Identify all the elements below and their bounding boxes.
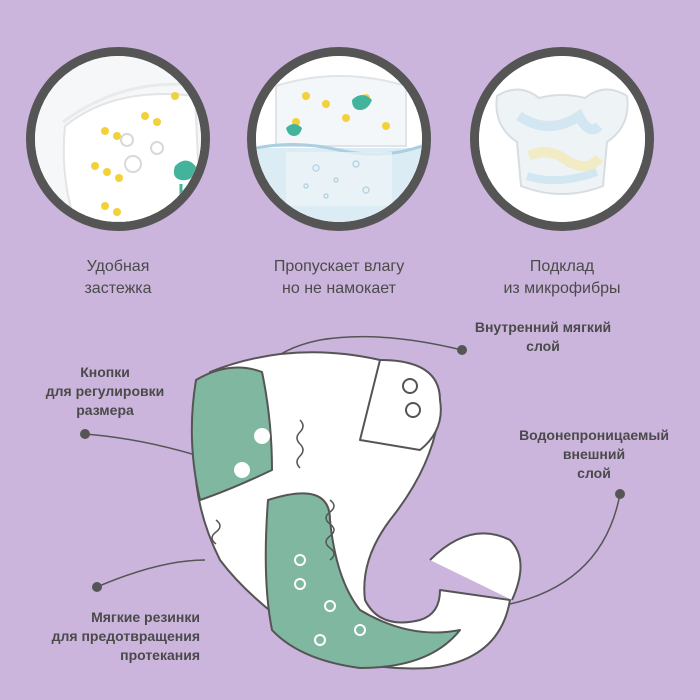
caption-line: Пропускает влагу — [273, 258, 405, 275]
diaper-illustration — [190, 351, 522, 670]
pointer-dot-elastics — [92, 582, 102, 592]
label-line: слой — [577, 465, 611, 481]
label-line: для регулировки — [45, 383, 165, 399]
feature-caption-microfiber-liner: Подклад из микрофибры — [452, 256, 672, 300]
pointer-dot-outer-layer — [615, 489, 625, 499]
feature-caption-snap-closure: Удобная застежка — [8, 256, 228, 300]
label-inner-soft-layer: Внутренний мягкий слой — [448, 318, 638, 356]
feature-caption-water-resistant: Пропускает влагу но не намокает — [229, 256, 449, 300]
label-waterproof-outer-layer: Водонепроницаемый внешний слой — [488, 426, 700, 483]
caption-line: из микрофибры — [503, 280, 621, 297]
label-line: Водонепроницаемый — [519, 427, 669, 443]
pointer-dot-inner-layer — [457, 345, 467, 355]
label-line: внешний — [562, 446, 626, 462]
caption-line: но не намокает — [282, 280, 396, 297]
water-resistant-photo — [256, 56, 422, 222]
feature-photo-snap-closure — [26, 47, 210, 231]
label-line: слой — [526, 338, 560, 354]
diaper-diagram — [80, 335, 625, 670]
label-size-snaps: Кнопки для регулировки размера — [30, 363, 180, 420]
snap-closure-photo — [35, 56, 201, 222]
caption-line: застежка — [84, 280, 152, 297]
feature-photo-water-resistant — [247, 47, 431, 231]
feature-photo-microfiber-liner — [470, 47, 654, 231]
microfiber-liner-photo — [479, 56, 645, 222]
label-line: Внутренний мягкий — [474, 319, 612, 335]
label-line: Мягкие резинки — [91, 609, 200, 625]
caption-line: Удобная — [86, 258, 150, 275]
pointer-dot-snaps — [80, 429, 90, 439]
label-line: размера — [76, 402, 134, 418]
caption-line: Подклад — [529, 258, 595, 275]
pointer-line-elastics — [96, 559, 206, 588]
label-line: протекания — [120, 647, 200, 663]
label-line: для предотвращения — [51, 628, 200, 644]
label-soft-elastics: Мягкие резинки для предотвращения протек… — [28, 608, 200, 665]
label-line: Кнопки — [80, 364, 130, 380]
